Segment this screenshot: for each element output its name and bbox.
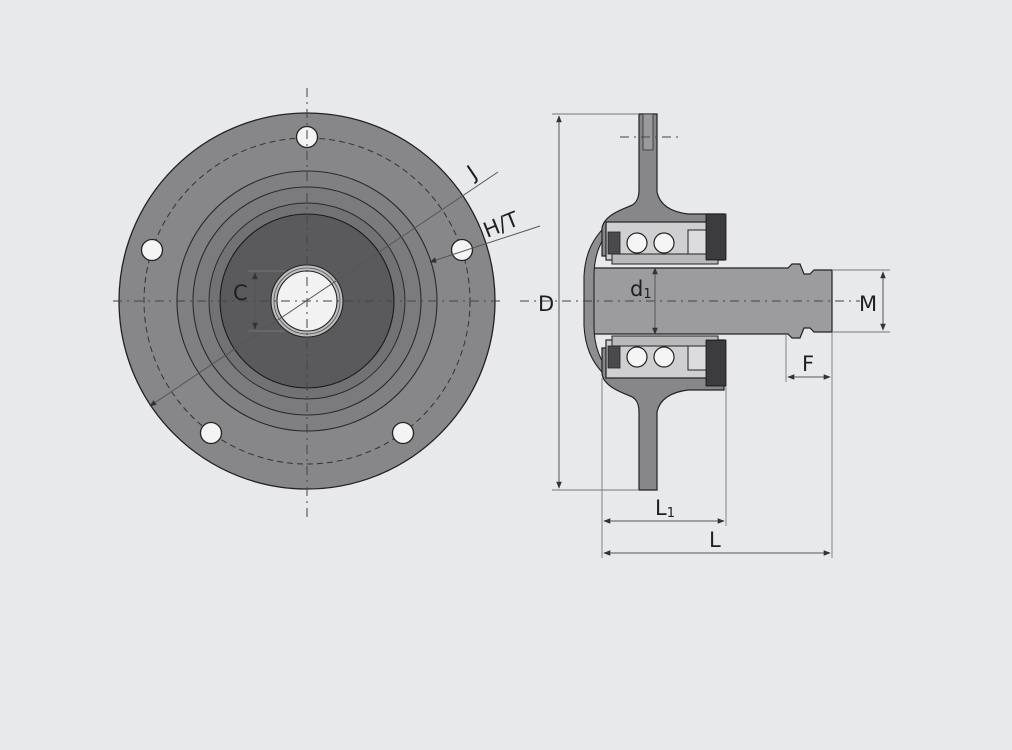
bearing-ball-icon — [653, 346, 675, 368]
inner-ring-lower — [611, 335, 719, 347]
label-j: J — [461, 161, 481, 185]
flange-web — [601, 347, 725, 491]
flange-web — [601, 113, 725, 257]
dimension-j-line — [149, 171, 499, 407]
side-section-view: D d1 M F L1 L — [520, 113, 890, 558]
label-d1: d1 — [630, 277, 652, 302]
bolt-hole-icon — [199, 421, 223, 445]
label-l: L — [709, 528, 721, 552]
label-d: D — [538, 292, 554, 316]
flange-bolt-slot — [642, 113, 654, 151]
label-m: M — [859, 292, 877, 316]
label-l1: L1 — [655, 496, 675, 521]
seal-lower-left — [607, 345, 621, 369]
label-c: C — [233, 281, 248, 305]
label-f: F — [802, 352, 814, 376]
seal-upper-left — [607, 231, 621, 255]
bolt-hole-icon — [450, 238, 474, 262]
label-ht: H/T — [480, 207, 522, 243]
front-view: J H/T C — [113, 88, 541, 520]
bolt-hole-icon — [391, 421, 415, 445]
inner-ring-upper — [611, 253, 719, 265]
bolt-hole-icon — [140, 238, 164, 262]
bearing-ball-icon — [626, 232, 648, 254]
cover-lower — [705, 339, 727, 387]
dimension-ht-line — [429, 225, 541, 263]
bearing-ball-icon — [626, 346, 648, 368]
cover-upper — [705, 213, 727, 261]
bearing-ball-icon — [653, 232, 675, 254]
